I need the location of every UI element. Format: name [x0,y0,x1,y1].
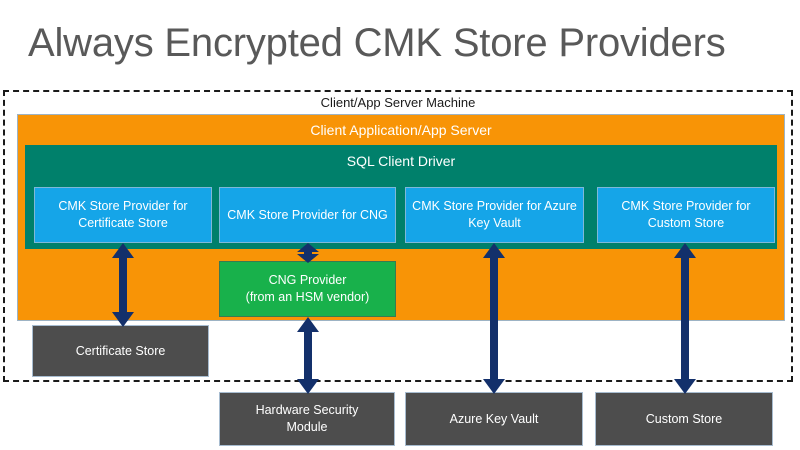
cmk-store-provider-azure-key-vault[interactable]: CMK Store Provider for Azure Key Vault [405,187,584,243]
cmk-store-provider-certificate-store[interactable]: CMK Store Provider for Certificate Store [34,187,212,243]
certificate-store-connector [108,243,138,327]
certificate-store-box[interactable]: Certificate Store [32,325,209,377]
client-app-server-machine-boundary [3,90,793,382]
azure-key-vault-box[interactable]: Azure Key Vault [405,392,583,446]
hsm-label-line1: Hardware Security [255,403,359,417]
hardware-security-module-box[interactable]: Hardware Security Module [219,392,395,446]
cng-provider-label-line2: (from an HSM vendor) [245,290,370,304]
hardware-security-module-label: Hardware Security Module [256,402,359,436]
cng-provider-label: CNG Provider (from an HSM vendor) [246,272,370,306]
cng-provider-label-line1: CNG Provider [268,273,347,287]
hsm-connector [293,317,323,394]
cng-provider-box[interactable]: CNG Provider (from an HSM vendor) [219,261,396,317]
cng-provider-connector [293,243,323,263]
client-app-server-machine-label: Client/App Server Machine [320,95,476,110]
custom-store-connector [670,243,700,394]
custom-store-box[interactable]: Custom Store [595,392,773,446]
page-title: Always Encrypted CMK Store Providers [28,21,726,65]
sql-client-driver-label: SQL Client Driver [346,153,456,169]
cmk-store-provider-cng[interactable]: CMK Store Provider for CNG [219,187,396,243]
hsm-label-line2: Module [286,420,328,434]
azure-key-vault-connector [479,243,509,394]
client-application-app-server-label: Client Application/App Server [310,122,492,138]
cmk-store-provider-custom-store[interactable]: CMK Store Provider for Custom Store [597,187,775,243]
